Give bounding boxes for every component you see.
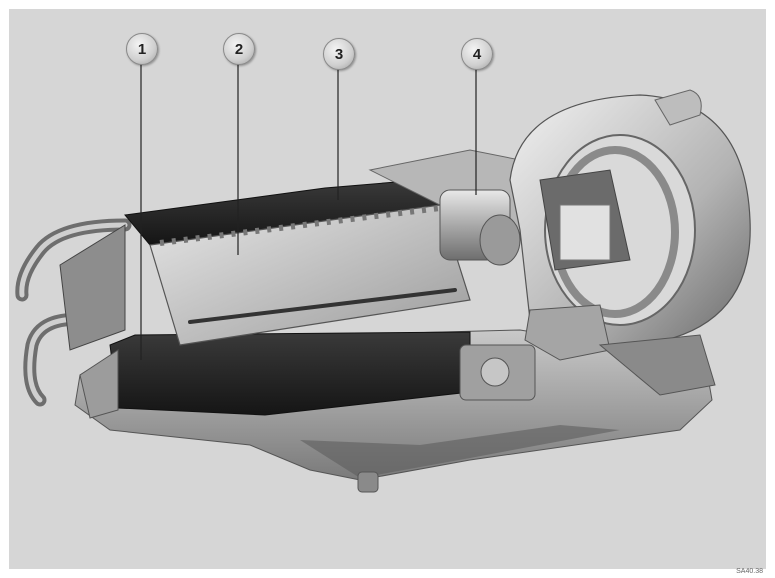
blower-inner-window — [559, 204, 611, 261]
callout-3: 3 — [323, 38, 355, 70]
blower-outlet — [654, 89, 702, 126]
housing-base-shadow — [300, 425, 620, 478]
blower-base — [598, 334, 716, 396]
callout-4: 4 — [461, 38, 493, 70]
bottom-stub — [357, 471, 379, 493]
callout-1: 1 — [126, 33, 158, 65]
flap-panel-slot — [188, 288, 457, 324]
motor-cap — [479, 214, 521, 266]
evaporator-box — [59, 224, 126, 351]
callout-2: 2 — [223, 33, 255, 65]
lower-duct — [524, 304, 611, 361]
heater-core-frame — [79, 349, 119, 419]
flap-panel — [149, 204, 471, 346]
mounting-screw — [480, 357, 510, 387]
reference-code: SA40.38 — [736, 568, 763, 575]
